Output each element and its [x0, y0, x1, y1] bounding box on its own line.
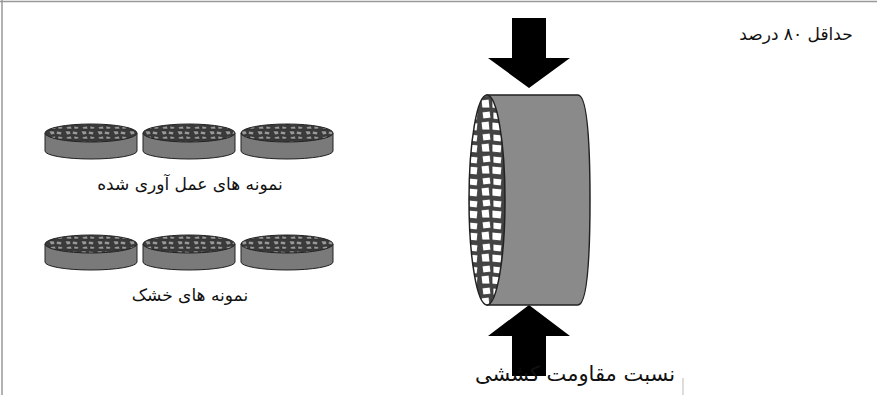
min-percentage-note: حداقل ۸۰ درصد: [739, 24, 852, 44]
ratio-caption: نسبت مقاومت کششی: [475, 362, 675, 387]
cylinder-specimen: [469, 95, 590, 305]
frame-line: [1, 0, 3, 395]
frame-line: [683, 378, 684, 395]
specimen-group-label: نمونه های عمل آوری شده: [97, 174, 283, 194]
frame-line: [0, 1, 877, 3]
specimen-disks: [45, 124, 333, 270]
load-arrow: [488, 18, 570, 88]
specimen-group-label: نمونه های خشک: [132, 285, 248, 305]
